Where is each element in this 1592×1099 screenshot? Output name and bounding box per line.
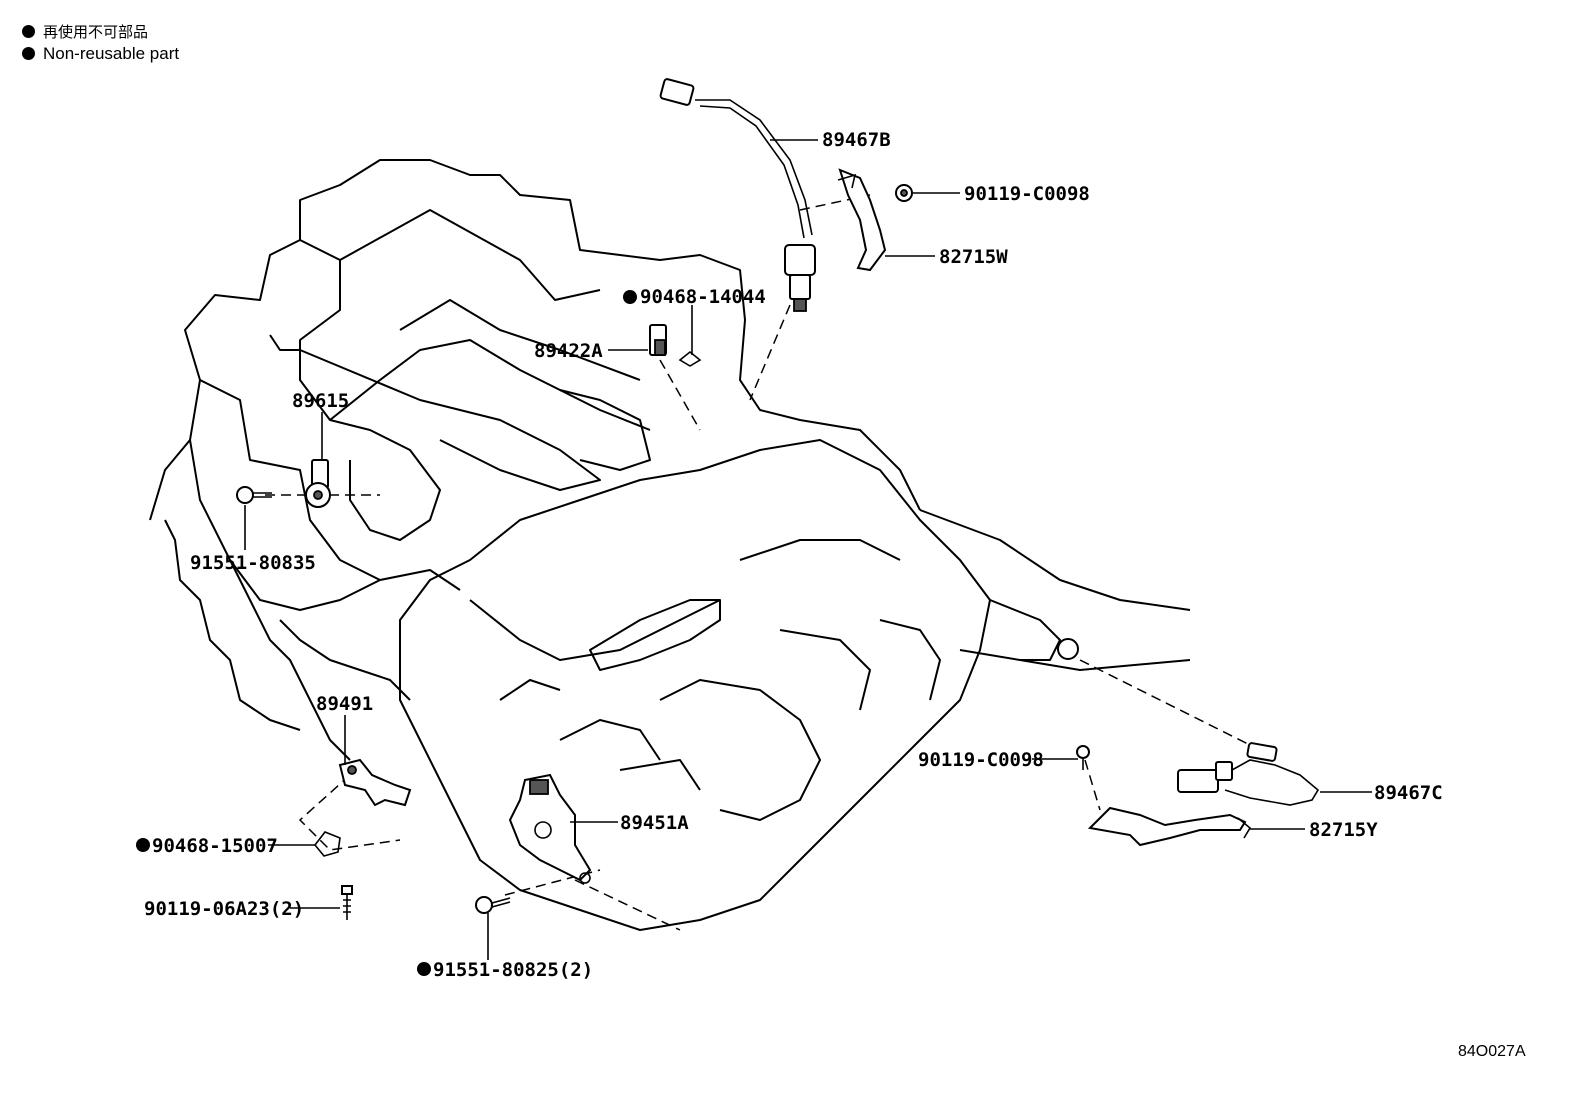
drive-shaft (919, 509, 1191, 671)
bolt-91551-80835[interactable] (236, 486, 272, 504)
legend-japanese: 再使用不可部品 (22, 22, 148, 42)
callout-90119-c0098-right[interactable]: 90119-C0098 (918, 749, 1044, 771)
non-reusable-marker-icon (136, 838, 150, 852)
bolt-90119-c0098-top[interactable] (895, 184, 913, 202)
clip-90468-15007[interactable] (313, 831, 341, 857)
callout-89491[interactable]: 89491 (316, 693, 373, 715)
callout-89615[interactable]: 89615 (292, 390, 349, 412)
engine-assembly (149, 159, 921, 761)
non-reusable-marker-icon (623, 290, 637, 304)
callout-89467b[interactable]: 89467B (822, 129, 891, 151)
callout-91551-80835[interactable]: 91551-80835 (190, 552, 316, 574)
bolt-90119-c0098-right[interactable] (1076, 745, 1090, 770)
bolt-90119-06a23[interactable] (341, 885, 353, 920)
callout-91551-80825[interactable]: 91551-80825(2) (433, 959, 593, 981)
callout-leaders (244, 139, 1372, 960)
callout-89422a[interactable]: 89422A (534, 340, 603, 362)
callout-90119-c0098-top[interactable]: 90119-C0098 (964, 183, 1090, 205)
legend-japanese-text: 再使用不可部品 (43, 23, 149, 41)
transmission-assembly (399, 439, 991, 931)
non-reusable-marker-icon (417, 962, 431, 976)
oxygen-sensor-89467c[interactable] (1177, 742, 1320, 806)
callout-90468-14044[interactable]: 90468-14044 (640, 286, 766, 308)
clamp-82715y[interactable] (1087, 806, 1252, 847)
bolt-91551-80825[interactable] (475, 896, 511, 914)
knock-sensor-89615[interactable] (305, 459, 331, 508)
sensor-89422a[interactable] (649, 324, 667, 356)
callout-82715y[interactable]: 82715Y (1309, 819, 1378, 841)
non-reusable-marker-icon (22, 47, 35, 60)
clamp-82715w[interactable] (837, 168, 887, 272)
callout-90119-06a23[interactable]: 90119-06A23(2) (144, 898, 304, 920)
legend-english-text: Non-reusable part (43, 44, 180, 63)
callout-89451a[interactable]: 89451A (620, 812, 689, 834)
callout-82715w[interactable]: 82715W (939, 246, 1008, 268)
callout-90468-15007[interactable]: 90468-15007 (152, 835, 278, 857)
speed-sensor-89491[interactable] (338, 758, 412, 807)
non-reusable-marker-icon (22, 25, 35, 38)
diagram-code: 84O027A (1458, 1043, 1526, 1060)
neutral-start-switch-89451a[interactable] (508, 773, 592, 884)
legend-english: Non-reusable part (22, 44, 179, 64)
oxygen-sensor-89467b[interactable] (659, 78, 816, 312)
callout-89467c[interactable]: 89467C (1374, 782, 1443, 804)
clip-90468-14044[interactable] (678, 350, 702, 367)
